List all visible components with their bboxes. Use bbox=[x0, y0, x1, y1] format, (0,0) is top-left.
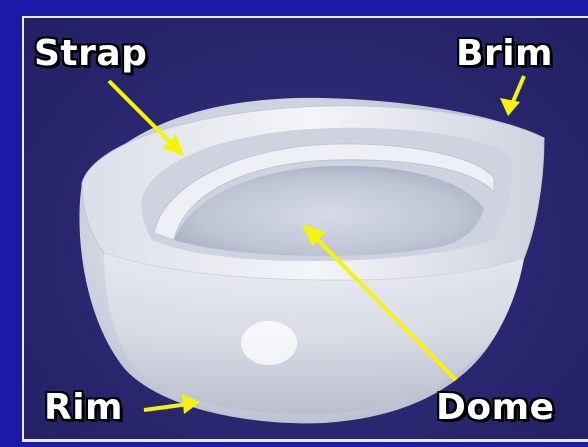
label-brim: Brim bbox=[456, 36, 553, 72]
label-dome: Dome bbox=[436, 390, 555, 426]
label-rim: Rim bbox=[44, 390, 123, 426]
diagram-panel: Strap Brim Rim Dome bbox=[22, 16, 588, 442]
diaphragm-illustration bbox=[24, 18, 588, 442]
arrow-brim bbox=[500, 76, 524, 116]
cup-highlight bbox=[241, 321, 297, 365]
label-strap: Strap bbox=[34, 36, 147, 72]
